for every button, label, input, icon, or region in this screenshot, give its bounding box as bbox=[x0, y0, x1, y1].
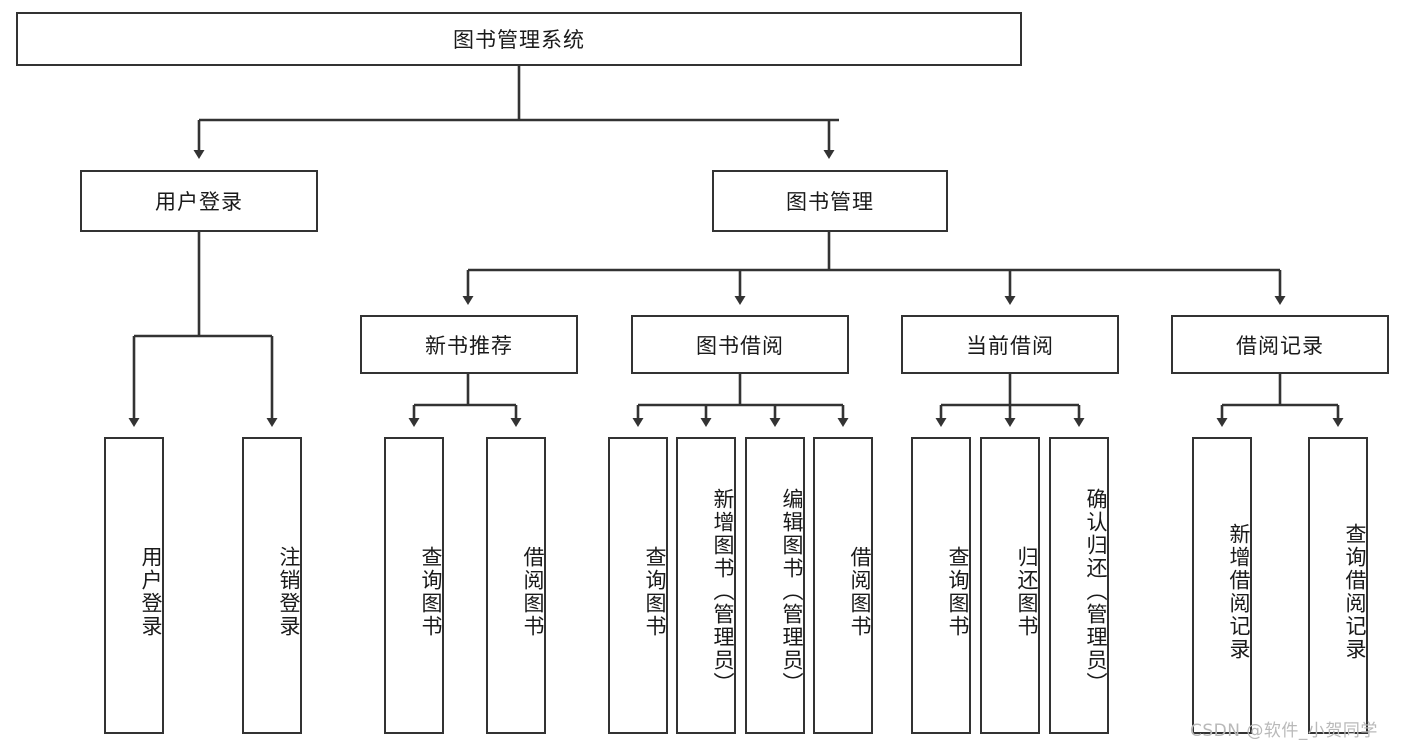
node-leaf-confirm-return-admin[interactable]: 确认归还（管理员） bbox=[1049, 437, 1109, 734]
node-label: 编辑图书（管理员） bbox=[780, 488, 804, 695]
node-label: 借阅记录 bbox=[1236, 333, 1324, 358]
node-label: 图书管理系统 bbox=[453, 28, 585, 52]
node-leaf-return-book[interactable]: 归还图书 bbox=[980, 437, 1040, 734]
node-user-login[interactable]: 用户登录 bbox=[80, 170, 318, 232]
node-leaf-query-book-current[interactable]: 查询图书 bbox=[911, 437, 971, 734]
node-leaf-query-borrow-record[interactable]: 查询借阅记录 bbox=[1308, 437, 1368, 734]
node-leaf-logout[interactable]: 注销登录 bbox=[242, 437, 302, 734]
node-label: 查询图书 bbox=[643, 545, 667, 638]
node-leaf-borrow-book[interactable]: 借阅图书 bbox=[813, 437, 873, 734]
watermark-text: CSDN @软件_小贺同学 bbox=[1190, 721, 1378, 741]
node-leaf-user-login[interactable]: 用户登录 bbox=[104, 437, 164, 734]
node-leaf-borrow-book-recommend[interactable]: 借阅图书 bbox=[486, 437, 546, 734]
node-label: 图书管理 bbox=[786, 190, 874, 214]
node-leaf-add-borrow-record[interactable]: 新增借阅记录 bbox=[1192, 437, 1252, 734]
node-label: 图书借阅 bbox=[696, 333, 784, 358]
node-leaf-add-book-admin[interactable]: 新增图书（管理员） bbox=[676, 437, 736, 734]
node-borrow-record[interactable]: 借阅记录 bbox=[1171, 315, 1389, 374]
node-leaf-edit-book-admin[interactable]: 编辑图书（管理员） bbox=[745, 437, 805, 734]
node-label: 新增图书（管理员） bbox=[711, 488, 735, 695]
node-new-book-recommend[interactable]: 新书推荐 bbox=[360, 315, 578, 374]
node-root-book-management-system[interactable]: 图书管理系统 bbox=[16, 12, 1022, 66]
node-label: 查询图书 bbox=[419, 545, 443, 638]
node-book-borrow[interactable]: 图书借阅 bbox=[631, 315, 849, 374]
node-label: 借阅图书 bbox=[848, 545, 872, 638]
node-label: 用户登录 bbox=[139, 545, 163, 638]
node-label: 借阅图书 bbox=[521, 545, 545, 638]
node-label: 当前借阅 bbox=[966, 333, 1054, 358]
node-label: 用户登录 bbox=[155, 190, 243, 214]
node-label: 确认归还（管理员） bbox=[1084, 488, 1108, 695]
node-leaf-query-book-recommend[interactable]: 查询图书 bbox=[384, 437, 444, 734]
node-label: 新增借阅记录 bbox=[1227, 522, 1251, 661]
node-current-borrow[interactable]: 当前借阅 bbox=[901, 315, 1119, 374]
node-label: 归还图书 bbox=[1015, 545, 1039, 638]
node-label: 查询图书 bbox=[946, 545, 970, 638]
node-label: 新书推荐 bbox=[425, 333, 513, 358]
node-leaf-query-book-borrow[interactable]: 查询图书 bbox=[608, 437, 668, 734]
node-book-management[interactable]: 图书管理 bbox=[712, 170, 948, 232]
node-label: 注销登录 bbox=[277, 545, 301, 638]
node-label: 查询借阅记录 bbox=[1343, 522, 1367, 661]
